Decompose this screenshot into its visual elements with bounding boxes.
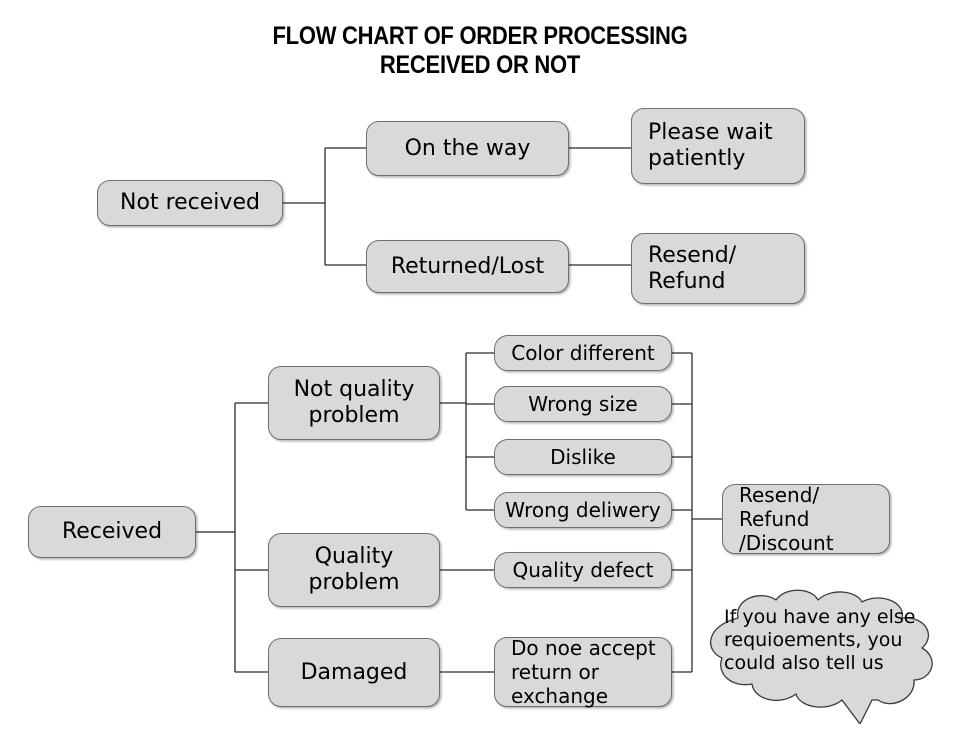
node-on-the-way-label: On the way <box>404 135 531 161</box>
page-title: FLOW CHART OF ORDER PROCESSING RECEIVED … <box>58 22 903 80</box>
node-dislike-label: Dislike <box>550 445 616 469</box>
title-line-2: RECEIVED OR NOT <box>379 51 581 79</box>
callout-bubble-text: If you have any else requioements, you c… <box>724 606 916 674</box>
node-returned-lost[interactable]: Returned/Lost <box>366 240 569 293</box>
node-received-label: Received <box>61 519 163 544</box>
node-damaged-label: Damaged <box>300 659 408 685</box>
callout-bubble-shape <box>710 589 933 724</box>
node-damaged[interactable]: Damaged <box>268 638 440 707</box>
node-wrong-size[interactable]: Wrong size <box>494 386 672 422</box>
callout-bubble[interactable]: If you have any else requioements, you c… <box>700 588 946 724</box>
node-quality-defect[interactable]: Quality defect <box>494 552 672 588</box>
node-quality-problem-label: Quality problem <box>308 544 400 595</box>
node-please-wait-patiently[interactable]: Please wait patiently <box>631 108 805 184</box>
node-resend-refund[interactable]: Resend/ Refund <box>631 233 805 304</box>
node-not-received[interactable]: Not received <box>97 180 283 226</box>
node-not-received-label: Not received <box>120 190 260 215</box>
node-color-different-label: Color different <box>511 341 655 365</box>
node-not-quality-problem[interactable]: Not quality problem <box>268 366 440 440</box>
node-wrong-size-label: Wrong size <box>528 392 638 416</box>
node-quality-defect-label: Quality defect <box>512 558 654 582</box>
node-on-the-way[interactable]: On the way <box>366 121 569 176</box>
node-not-quality-problem-label: Not quality problem <box>293 377 415 428</box>
node-wrong-deliwery[interactable]: Wrong deliwery <box>494 492 672 528</box>
node-resend-refund-discount-label: Resend/ Refund /Discount <box>739 483 834 555</box>
node-do-noe-accept[interactable]: Do noe accept return or exchange <box>494 636 672 708</box>
node-quality-problem[interactable]: Quality problem <box>268 533 440 607</box>
node-color-different[interactable]: Color different <box>494 335 672 371</box>
title-line-1: FLOW CHART OF ORDER PROCESSING <box>272 22 688 50</box>
node-resend-refund-discount[interactable]: Resend/ Refund /Discount <box>722 483 890 555</box>
node-wrong-deliwery-label: Wrong deliwery <box>505 498 661 522</box>
node-do-noe-accept-label: Do noe accept return or exchange <box>511 636 656 708</box>
node-returned-lost-label: Returned/Lost <box>390 253 545 279</box>
node-resend-refund-label: Resend/ Refund <box>648 242 737 294</box>
node-received[interactable]: Received <box>28 506 196 558</box>
node-dislike[interactable]: Dislike <box>494 439 672 475</box>
node-please-wait-patiently-label: Please wait patiently <box>648 120 773 171</box>
